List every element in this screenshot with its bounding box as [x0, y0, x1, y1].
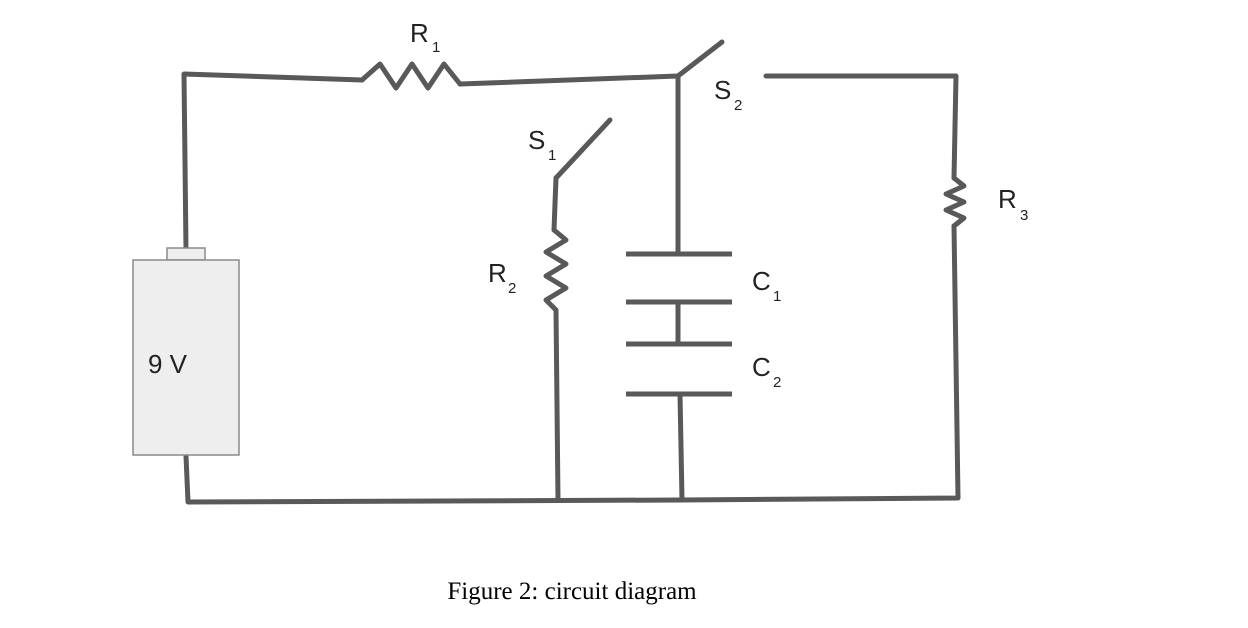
switch-s1: [553, 117, 613, 181]
wire-top-left: [181, 71, 365, 253]
label-r1: R 1: [410, 18, 440, 56]
label-r2-sub: 2: [508, 280, 516, 297]
battery-body: [132, 259, 240, 456]
label-c1-main: C: [752, 266, 771, 296]
label-r2: R 2: [488, 258, 516, 297]
resistor-r1: [359, 61, 463, 91]
wire-bottom: [183, 453, 685, 505]
battery: 9 V: [132, 247, 240, 456]
resistor-r2: [543, 227, 569, 313]
label-s1: S 1: [528, 125, 556, 164]
wire-s2-to-r3: [763, 73, 959, 181]
figure-caption: Figure 2: circuit diagram: [447, 578, 697, 605]
wire-r1-to-junction: [457, 73, 681, 87]
label-s1-sub: 1: [548, 147, 556, 164]
label-c2: C 2: [752, 352, 781, 391]
label-c2-main: C: [752, 352, 771, 382]
battery-label: 9 V: [148, 349, 188, 379]
label-s2-sub: 2: [734, 97, 742, 114]
wire-s1-to-r2: [551, 175, 559, 233]
label-c1: C 1: [752, 266, 781, 305]
label-r3: R 3: [998, 184, 1028, 224]
label-r1-main: R: [410, 18, 429, 48]
switch-s2: [675, 39, 725, 79]
wire-r2-to-bottom: [553, 307, 561, 503]
label-s1-main: S: [528, 125, 545, 155]
label-r3-main: R: [998, 184, 1017, 214]
label-c2-sub: 2: [773, 374, 781, 391]
wire-c2-to-bottom: [677, 391, 685, 503]
wire-r3-to-bottom: [679, 223, 961, 503]
resistor-r3: [943, 175, 967, 229]
battery-terminal: [166, 247, 206, 261]
label-s2-main: S: [714, 75, 731, 105]
wires: [181, 39, 967, 505]
label-r2-main: R: [488, 258, 507, 288]
label-r3-sub: 3: [1020, 207, 1028, 224]
label-c1-sub: 1: [773, 288, 781, 305]
label-r1-sub: 1: [432, 39, 440, 56]
label-s2: S 2: [714, 75, 742, 114]
